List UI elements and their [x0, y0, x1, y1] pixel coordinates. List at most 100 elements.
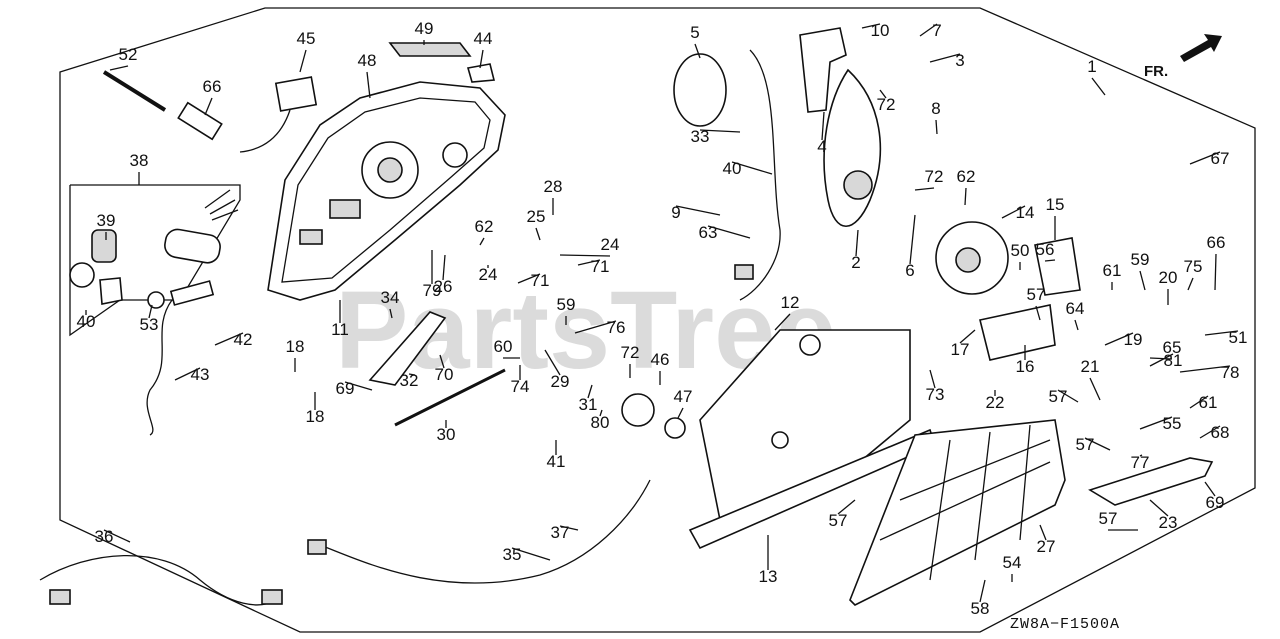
callout-label-66: 66: [1207, 233, 1226, 252]
front-direction-arrow: [1180, 34, 1222, 62]
callout-label-61: 61: [1103, 261, 1122, 280]
callout-leader-24: [559, 254, 611, 257]
callout-label-6: 6: [905, 261, 914, 280]
callout-leader-40: [731, 161, 773, 175]
callout-leader-6: [909, 214, 916, 265]
assembly-outline: [59, 7, 1256, 633]
callout-label-19: 19: [1124, 330, 1143, 349]
ignition-switch-group: [69, 184, 241, 337]
callout-leader-45: [299, 49, 307, 73]
callout-leader-64: [1074, 319, 1079, 331]
callout-leader-48: [366, 71, 371, 99]
callout-label-43: 43: [191, 365, 210, 384]
callout-label-66: 66: [203, 77, 222, 96]
remote-control-box-part: [267, 81, 506, 301]
callout-label-10: 10: [871, 21, 890, 40]
callout-label-42: 42: [234, 330, 253, 349]
callout-label-21: 21: [1081, 357, 1100, 376]
callout-label-14: 14: [1016, 203, 1035, 222]
callout-label-47: 47: [674, 387, 693, 406]
lanyard-switch-part: [146, 280, 215, 436]
callout-label-69: 69: [1206, 493, 1225, 512]
callout-leader-78: [1179, 365, 1231, 373]
callout-leader-44: [479, 49, 484, 69]
callout-label-51: 51: [1229, 328, 1248, 347]
callout-leader-7: [919, 23, 938, 37]
harness-cable-part: [319, 479, 651, 584]
callout-label-72: 72: [621, 343, 640, 362]
callout-label-59: 59: [557, 295, 576, 314]
ring-part: [673, 53, 727, 127]
callout-leader-42: [214, 332, 244, 346]
callout-leader-17: [959, 329, 976, 344]
callout-label-50: 50: [1011, 241, 1030, 260]
callout-label-11: 11: [331, 320, 349, 339]
callout-leader-26: [442, 254, 446, 281]
callout-leader-69: [1204, 481, 1216, 497]
callout-label-29: 29: [551, 372, 570, 391]
callout-leader-1: [1091, 77, 1106, 96]
callout-leader-31: [587, 384, 593, 399]
callout-label-67: 67: [1211, 149, 1230, 168]
switch-assembly-part: [621, 393, 686, 439]
label-plate-part: [388, 42, 472, 57]
callout-label-15: 15: [1046, 195, 1065, 214]
callout-label-69: 69: [336, 379, 355, 398]
callout-leader-53: [148, 304, 153, 319]
callout-leader-25: [535, 227, 541, 241]
callout-leader-62: [479, 237, 485, 246]
callout-label-60: 60: [494, 337, 513, 356]
callout-leader-72: [879, 89, 887, 99]
callout-leader-61: [1189, 395, 1209, 409]
callout-leader-81: [1149, 353, 1174, 367]
callout-leader-52: [109, 65, 129, 71]
callout-label-39: 39: [97, 211, 116, 230]
callout-leader-27: [1039, 524, 1047, 541]
switch-part: [239, 76, 318, 153]
callout-label-44: 44: [474, 29, 493, 48]
callout-leader-66: [1214, 253, 1217, 291]
callout-leader-2: [855, 229, 859, 257]
callout-leader-57: [1035, 305, 1041, 321]
callout-leader-29: [544, 349, 561, 376]
callout-label-56: 56: [1036, 240, 1055, 259]
callout-label-37: 37: [551, 523, 570, 542]
callout-label-16: 16: [1016, 357, 1035, 376]
callout-label-70: 70: [435, 365, 454, 384]
callout-label-73: 73: [926, 385, 945, 404]
callout-label-71: 71: [591, 257, 610, 276]
callout-label-58: 58: [971, 599, 990, 618]
callout-label-17: 17: [951, 340, 970, 359]
callout-label-23: 23: [1159, 513, 1178, 532]
callout-leader-4: [821, 111, 825, 141]
callout-label-57: 57: [1027, 285, 1046, 304]
callout-label-49: 49: [415, 19, 434, 38]
callout-leader-19: [1104, 332, 1134, 346]
callout-leader-55: [1139, 416, 1173, 430]
callout-leader-68: [1199, 425, 1221, 439]
callout-leader-23: [1149, 499, 1169, 517]
callout-label-52: 52: [119, 45, 138, 64]
callout-label-25: 25: [527, 207, 546, 226]
callout-label-55: 55: [1163, 414, 1182, 433]
callout-label-57: 57: [1099, 509, 1118, 528]
mount-plate-part: [979, 304, 1056, 361]
callout-label-48: 48: [358, 51, 377, 70]
callout-leader-66: [204, 97, 213, 116]
callout-label-28: 28: [544, 177, 563, 196]
callout-leader-57: [837, 499, 856, 515]
callout-label-72: 72: [925, 167, 944, 186]
callout-label-13: 13: [759, 567, 778, 586]
callout-leader-71: [577, 259, 601, 266]
callout-label-7: 7: [932, 21, 941, 40]
callout-label-61: 61: [1199, 393, 1218, 412]
callout-label-34: 34: [381, 288, 400, 307]
callout-label-80: 80: [591, 413, 610, 432]
callout-leader-59: [1139, 270, 1146, 291]
callout-label-36: 36: [95, 527, 114, 546]
bolt-part: [102, 70, 223, 141]
callout-leader-33: [699, 129, 741, 133]
callout-label-18: 18: [286, 337, 305, 356]
